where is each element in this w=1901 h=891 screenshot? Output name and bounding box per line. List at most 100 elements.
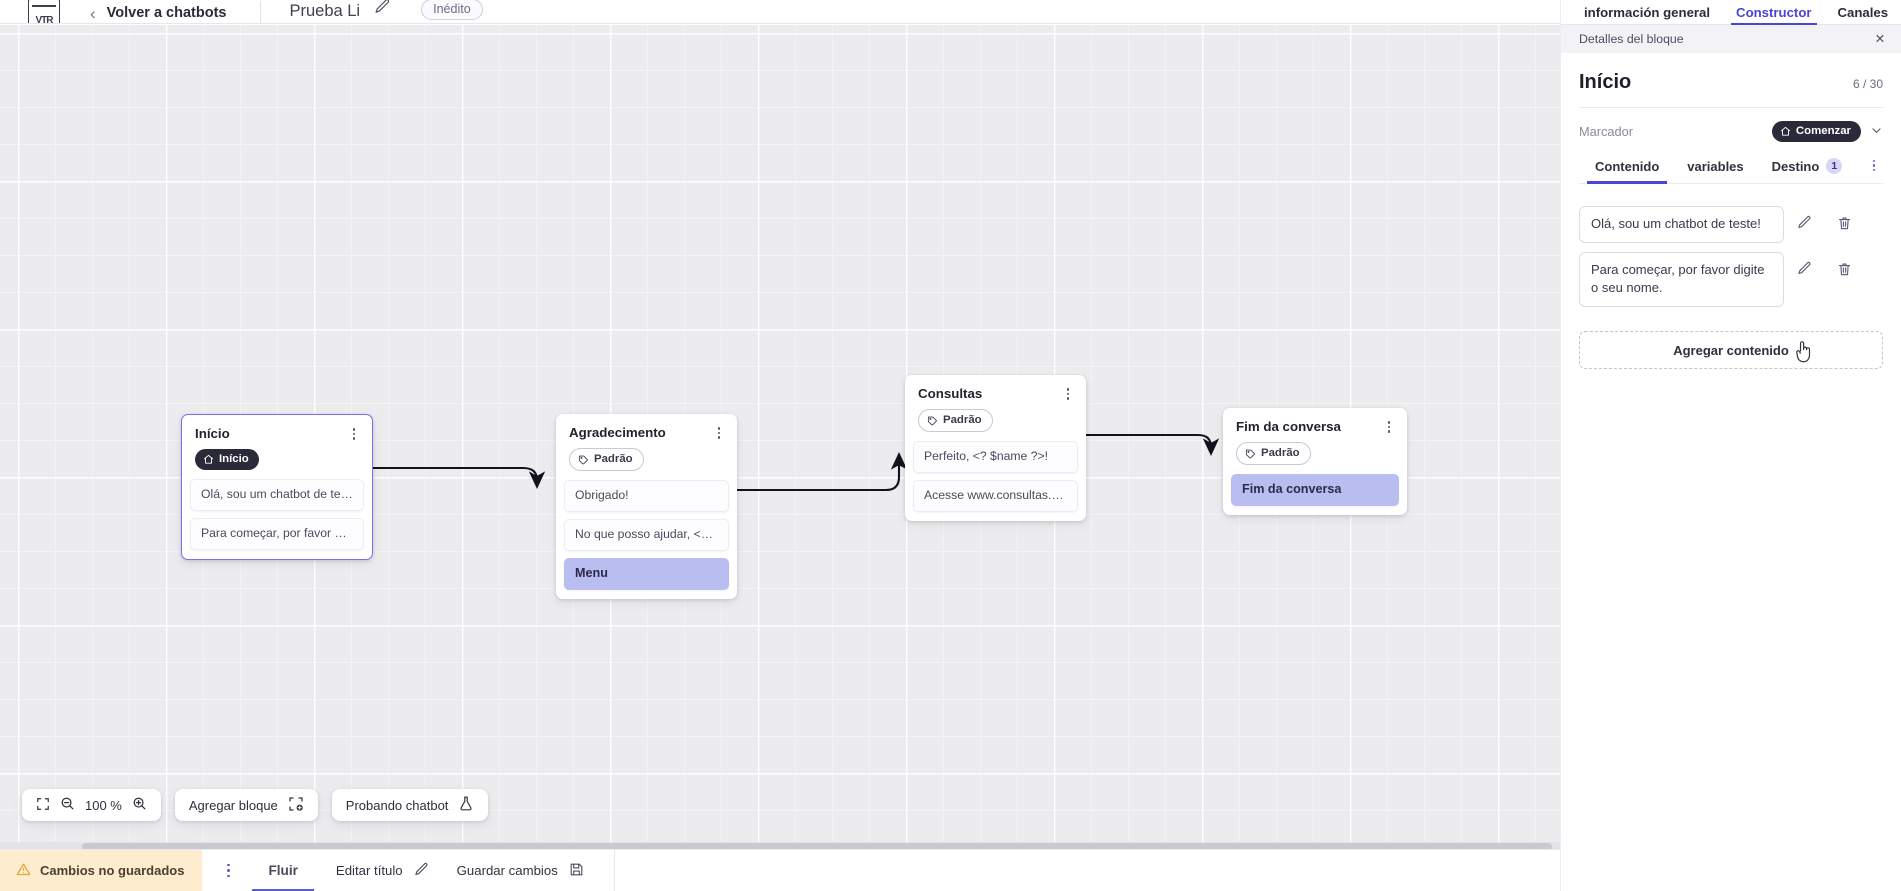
panel-tabs: Contenido variables Destino 1: [1579, 152, 1883, 184]
node-messages: Perfeito, <? $name ?>! Acesse www.consul…: [905, 441, 1086, 521]
flow-node-consultas[interactable]: Consultas Padrão Perfeito, <? $name ?>! …: [905, 375, 1086, 521]
node-menu-button[interactable]: [712, 425, 726, 441]
back-chevron-icon[interactable]: ‹: [90, 4, 96, 23]
block-count: 6 / 30: [1852, 77, 1883, 91]
content-row: Olá, sou um chatbot de teste!: [1579, 206, 1883, 243]
destino-count-badge: 1: [1826, 158, 1843, 174]
edit-content-icon[interactable]: [1784, 252, 1824, 276]
node-tag-row: Padrão: [905, 402, 1086, 441]
node-title: Agradecimento: [569, 425, 666, 440]
marker-badge-label: Comenzar: [1795, 125, 1851, 137]
status-badge: Inédito: [421, 0, 483, 20]
flow-node-fim-da-conversa[interactable]: Fim da conversa Padrão Fim da conversa: [1223, 408, 1407, 515]
node-title: Início: [195, 426, 230, 441]
statusbar-menu-button[interactable]: [220, 862, 236, 880]
tab-canales[interactable]: Canales: [1837, 5, 1889, 20]
panel-body: Início 6 / 30 Marcador Comenzar Con: [1561, 53, 1901, 369]
tab-contenido-label: Contenido: [1595, 158, 1660, 174]
back-to-chatbots-link[interactable]: Volver a chatbots: [106, 5, 227, 21]
panel-subheader-label: Detalles del bloque: [1579, 32, 1684, 46]
right-panel: información general Constructor Canales …: [1560, 0, 1901, 891]
delete-content-icon[interactable]: [1824, 252, 1864, 277]
content-list: Olá, sou um chatbot de teste! Para começ…: [1579, 184, 1883, 307]
bottom-status-bar: Cambios no guardados Fluir Editar título…: [0, 849, 1560, 891]
node-message[interactable]: Perfeito, <? $name ?>!: [913, 441, 1078, 473]
edit-title-label: Editar título: [335, 863, 403, 878]
test-chatbot-label: Probando chatbot: [345, 797, 449, 813]
add-block-button[interactable]: Agregar bloque: [174, 789, 318, 821]
flow-node-inicio[interactable]: Início Início Olá, sou um chatbot de tes…: [181, 414, 373, 560]
add-block-icon: [288, 796, 304, 815]
page-title: Prueba Li: [289, 2, 361, 20]
node-messages: Obrigado! No que posso ajudar, <? $name …: [556, 480, 737, 599]
node-tag-badge: Início: [195, 449, 259, 470]
node-message[interactable]: No que posso ajudar, <? $name ...: [564, 519, 729, 551]
tab-destino-label: Destino: [1771, 158, 1820, 174]
edit-title-pencil-icon[interactable]: [374, 0, 391, 20]
vtr-logo-text: VTR: [35, 15, 54, 24]
node-title: Fim da conversa: [1236, 419, 1341, 434]
close-icon[interactable]: ✕: [1874, 31, 1885, 46]
warning-icon: [16, 862, 31, 880]
unsaved-changes-label: Cambios no guardados: [40, 863, 185, 878]
canvas-toolbar: 100 % Agregar bloque Probando chatbot: [22, 789, 489, 821]
chevron-down-icon[interactable]: [1870, 124, 1883, 139]
header-divider: [260, 1, 262, 23]
node-menu-button[interactable]: [1382, 419, 1396, 435]
zoom-out-icon[interactable]: [60, 796, 75, 814]
node-message[interactable]: Obrigado!: [564, 480, 729, 512]
delete-content-icon[interactable]: [1824, 206, 1864, 231]
canvas-hscrollbar-track[interactable]: [0, 842, 1560, 851]
add-content-button[interactable]: Agregar contenido: [1579, 331, 1883, 369]
vtr-logo[interactable]: VTR: [28, 0, 60, 24]
pencil-icon: [414, 862, 429, 880]
node-tag-row: Padrão: [556, 441, 737, 480]
flow-canvas[interactable]: Início Início Olá, sou um chatbot de tes…: [0, 25, 1560, 851]
marker-label: Marcador: [1579, 124, 1634, 139]
statusbar-divider: [613, 849, 615, 891]
node-message[interactable]: Acesse www.consultas.com par...: [913, 480, 1078, 512]
tab-contenido[interactable]: Contenido: [1581, 153, 1673, 184]
tab-fluir[interactable]: Fluir: [252, 850, 315, 891]
node-message-accent[interactable]: Fim da conversa: [1231, 474, 1399, 506]
node-menu-button[interactable]: [347, 426, 361, 442]
panel-tabs-menu-button[interactable]: [1867, 158, 1881, 174]
node-tag-label: Início: [219, 453, 249, 465]
flow-node-agradecimento[interactable]: Agradecimento Padrão Obrigado! No que po…: [556, 414, 737, 599]
test-chatbot-button[interactable]: Probando chatbot: [331, 789, 489, 821]
node-message[interactable]: Olá, sou um chatbot de teste!: [190, 479, 364, 511]
node-message[interactable]: Para começar, por favor digite o ...: [190, 518, 364, 550]
zoom-level-label: 100 %: [85, 797, 122, 813]
save-changes-button[interactable]: Guardar cambios: [457, 862, 584, 880]
node-tag-label: Padrão: [943, 414, 982, 426]
fit-screen-icon[interactable]: [36, 797, 50, 814]
zoom-in-icon[interactable]: [132, 796, 147, 814]
node-messages: Fim da conversa: [1223, 474, 1407, 515]
tab-constructor[interactable]: Constructor: [1723, 5, 1824, 25]
node-message-accent[interactable]: Menu: [564, 558, 729, 590]
tag-icon: [578, 455, 588, 464]
content-text[interactable]: Olá, sou um chatbot de teste!: [1579, 206, 1784, 243]
edit-title-button[interactable]: Editar título: [336, 862, 429, 880]
node-tag-label: Padrão: [594, 453, 633, 465]
zoom-controls[interactable]: 100 %: [22, 789, 161, 821]
marker-badge[interactable]: Comenzar: [1771, 121, 1861, 142]
node-header: Agradecimento: [556, 414, 737, 441]
content-text[interactable]: Para começar, por favor digite o seu nom…: [1579, 252, 1784, 307]
node-menu-button[interactable]: [1061, 386, 1075, 402]
block-title: Início: [1579, 71, 1632, 93]
canvas-hscrollbar-thumb[interactable]: [82, 843, 1552, 850]
panel-top-tabs: información general Constructor Canales: [1561, 0, 1901, 25]
node-tag-row: Início: [182, 442, 372, 479]
tab-destino[interactable]: Destino 1: [1758, 152, 1857, 183]
tab-variables-label: variables: [1687, 158, 1744, 174]
tab-variables[interactable]: variables: [1673, 153, 1757, 183]
node-header: Início: [182, 415, 372, 442]
node-title: Consultas: [918, 386, 983, 401]
tag-icon: [927, 416, 937, 425]
marker-controls: Comenzar: [1771, 121, 1883, 142]
edit-content-icon[interactable]: [1784, 206, 1824, 230]
save-disk-icon: [569, 862, 584, 880]
tab-informacion-general[interactable]: información general: [1584, 5, 1711, 20]
save-changes-label: Guardar cambios: [456, 863, 558, 878]
